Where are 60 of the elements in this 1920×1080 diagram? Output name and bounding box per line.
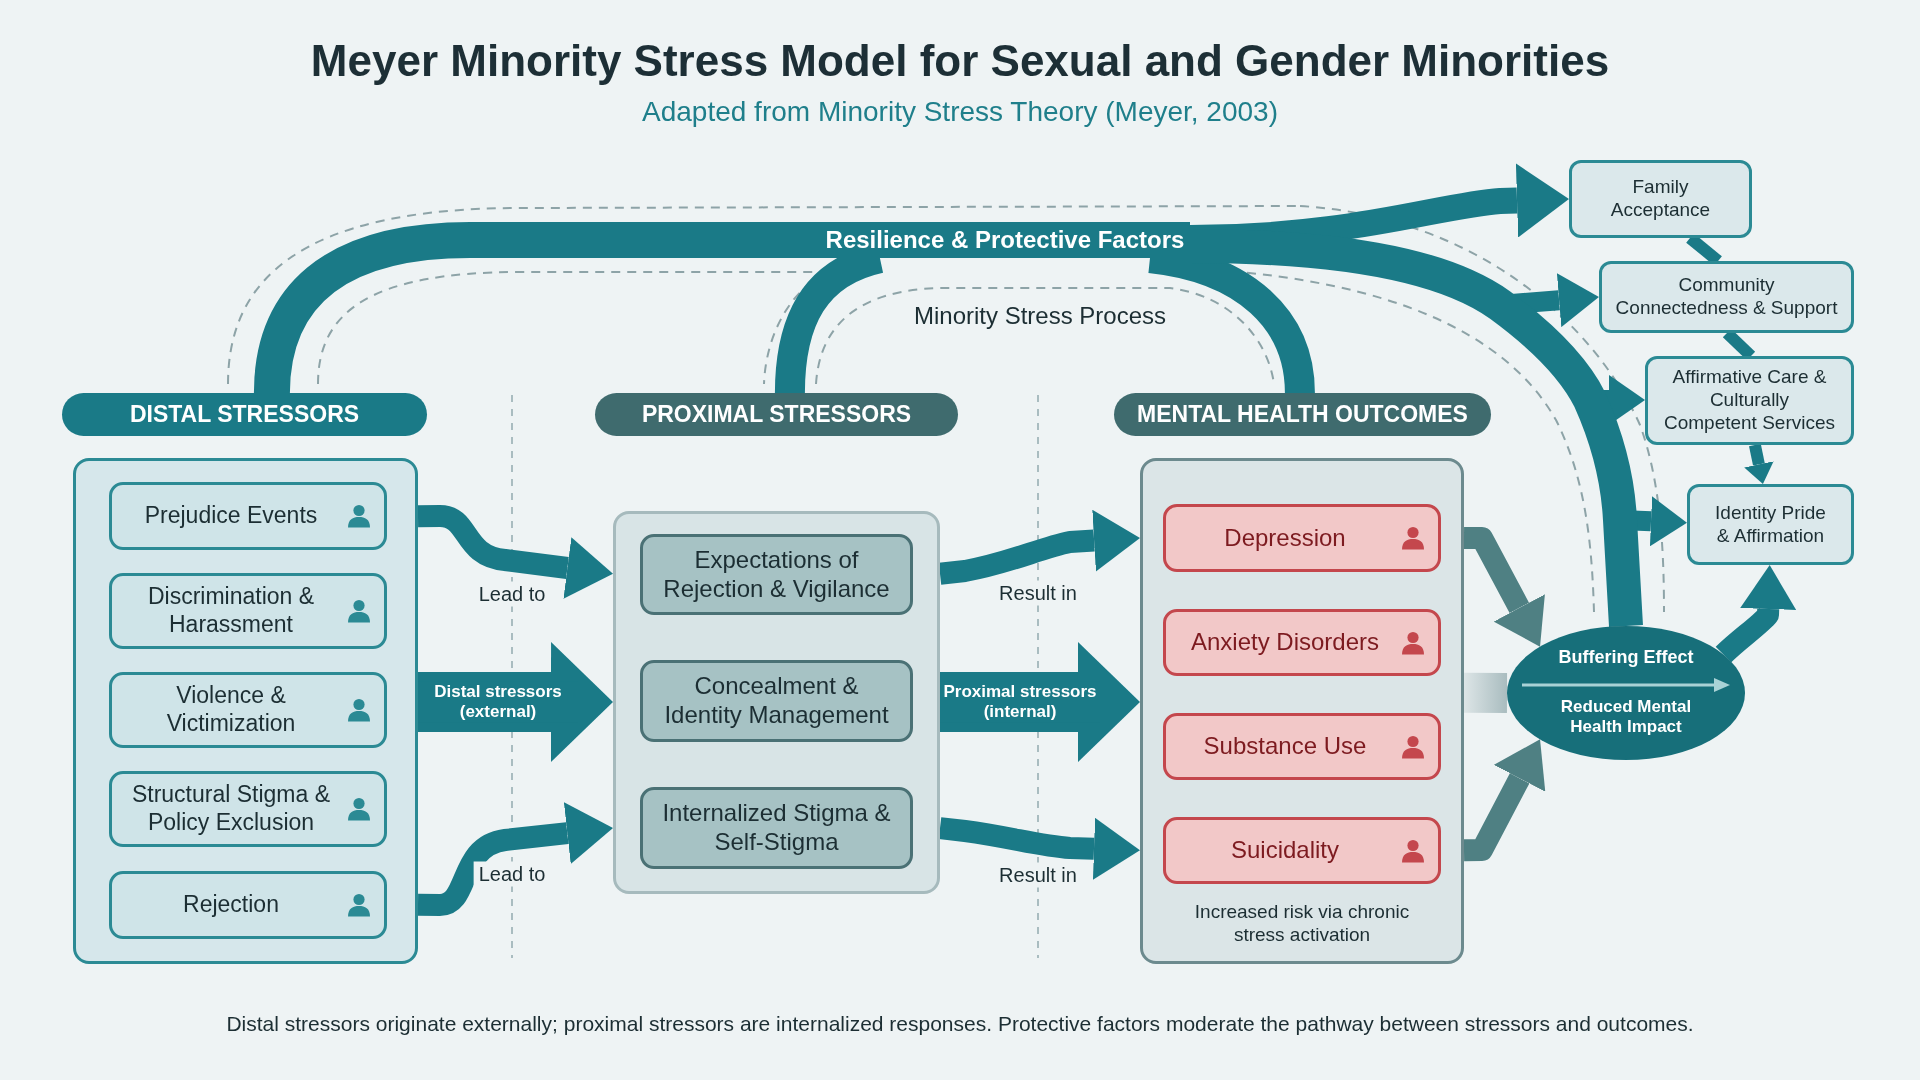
stressor-panel xyxy=(73,458,418,964)
factor-text: Identity Pride & Affirmation xyxy=(1714,501,1827,548)
stressor-text: Prejudice Events xyxy=(144,502,318,530)
outcome-box xyxy=(1163,609,1441,676)
section-header-pill xyxy=(1114,393,1491,436)
band-label: Resilience & Protective Factors xyxy=(825,226,1185,254)
arrow xyxy=(1463,739,1546,862)
section-header-text: PROXIMAL STRESSORS xyxy=(641,401,912,428)
outcome-panel xyxy=(1140,458,1464,964)
block-arrow xyxy=(418,642,613,762)
factor-text: Affirmative Care & Culturally Competent Services xyxy=(1662,366,1837,435)
stressor-text: Structural Stigma & Policy Exclusion xyxy=(130,781,332,837)
subtitle: Adapted from Minority Stress Theory (Meyer, 2003) xyxy=(642,96,1278,128)
outcome-box xyxy=(1163,504,1441,572)
arrow xyxy=(1715,565,1797,663)
stressor-box xyxy=(109,482,387,550)
protective-factor-box xyxy=(1569,160,1752,238)
buffering-ellipse xyxy=(1507,626,1745,760)
stressor-box xyxy=(640,660,913,742)
factor-text: Family Acceptance xyxy=(1609,176,1712,222)
ellipse-title: Buffering Effect xyxy=(1558,647,1694,669)
protective-factor-box xyxy=(1599,261,1854,333)
stressor-text: Discrimination & Harassment xyxy=(146,583,316,639)
arrow xyxy=(938,817,1140,880)
outcome-text: Suicidality xyxy=(1230,836,1339,865)
outcome-text: Depression xyxy=(1224,523,1346,553)
factor-text: Community Connectedness & Support xyxy=(1614,274,1839,320)
process-label: Minority Stress Process xyxy=(913,302,1167,330)
outcome-text: Anxiety Disorders xyxy=(1190,628,1380,657)
caption: Distal stressors originate externally; proximal stressors are internalized responses. Protective factors moderate the pathway between stressors and outcomes. xyxy=(226,1012,1694,1036)
stressor-box xyxy=(109,871,387,939)
outcome-text: Substance Use xyxy=(1203,732,1367,761)
stressor-box xyxy=(109,672,387,748)
stressor-text: Rejection xyxy=(183,891,279,919)
stressor-panel xyxy=(613,511,940,894)
arrow xyxy=(1744,443,1774,484)
panel-note: Increased risk via chronic stress activation xyxy=(1193,901,1411,947)
gradient-connector xyxy=(1463,672,1508,713)
stressor-text: Violence & Victimization xyxy=(165,682,297,738)
outcome-box xyxy=(1163,713,1441,780)
stressor-text: Concealment & Identity Management xyxy=(663,672,890,730)
stressor-box xyxy=(109,573,387,649)
stressor-text: Internalized Stigma & Self-Stigma xyxy=(661,799,892,857)
section-header-text: DISTAL STRESSORS xyxy=(129,401,360,428)
outcome-box xyxy=(1163,817,1441,884)
arrow xyxy=(417,802,613,916)
stressor-box xyxy=(109,771,387,847)
arrow xyxy=(417,505,614,599)
title: Meyer Minority Stress Model for Sexual and Gender Minorities xyxy=(310,36,1610,86)
ellipse-text: Reduced Mental Health Impact xyxy=(1559,697,1693,738)
stressor-box xyxy=(640,787,913,869)
section-header-pill xyxy=(595,393,958,436)
arrow xyxy=(1463,526,1545,647)
section-header-text: MENTAL HEALTH OUTCOMES xyxy=(1137,401,1468,428)
section-header-pill xyxy=(62,393,427,436)
stressor-box xyxy=(640,534,913,615)
protective-factor-box xyxy=(1687,484,1854,565)
arrow xyxy=(938,509,1140,585)
protective-factor-box xyxy=(1645,356,1854,445)
stressor-text: Expectations of Rejection & Vigilance xyxy=(662,545,891,604)
